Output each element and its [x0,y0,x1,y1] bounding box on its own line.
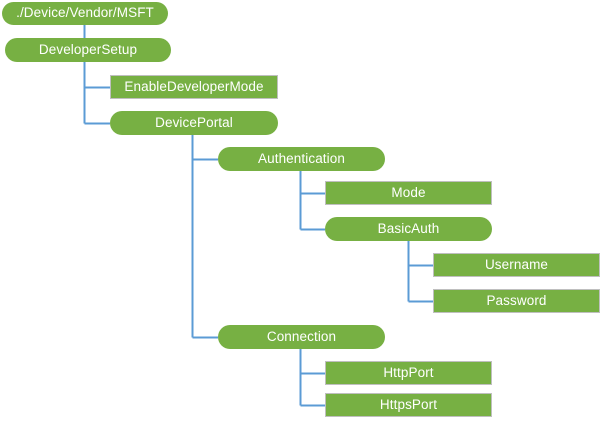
node-httpport-label: HttpPort [383,364,434,380]
node-deviceportal-label: DevicePortal [155,114,233,130]
node-developersetup-label: DeveloperSetup [38,41,138,57]
node-mode-label: Mode [391,184,426,200]
node-mode[interactable]: Mode [325,181,492,205]
node-basicauth[interactable]: BasicAuth [325,217,492,241]
node-developersetup[interactable]: DeveloperSetup [5,38,171,62]
node-enabledevelopermode-label: EnableDeveloperMode [124,78,264,94]
node-authentication-label: Authentication [258,150,345,166]
node-root[interactable]: ./Device/Vendor/MSFT [2,2,168,25]
node-deviceportal[interactable]: DevicePortal [110,111,278,135]
node-connection[interactable]: Connection [218,325,385,349]
node-connection-label: Connection [266,328,337,344]
node-password[interactable]: Password [433,289,600,313]
node-password-label: Password [486,292,547,308]
node-enabledevelopermode[interactable]: EnableDeveloperMode [110,75,278,99]
node-httpport[interactable]: HttpPort [325,361,492,385]
node-basicauth-label: BasicAuth [377,220,440,236]
node-root-label: ./Device/Vendor/MSFT [16,5,154,21]
node-username-label: Username [484,256,549,272]
node-httpsport[interactable]: HttpsPort [325,393,492,417]
node-authentication[interactable]: Authentication [218,147,385,171]
node-username[interactable]: Username [433,253,600,277]
node-httpsport-label: HttpsPort [379,396,438,412]
